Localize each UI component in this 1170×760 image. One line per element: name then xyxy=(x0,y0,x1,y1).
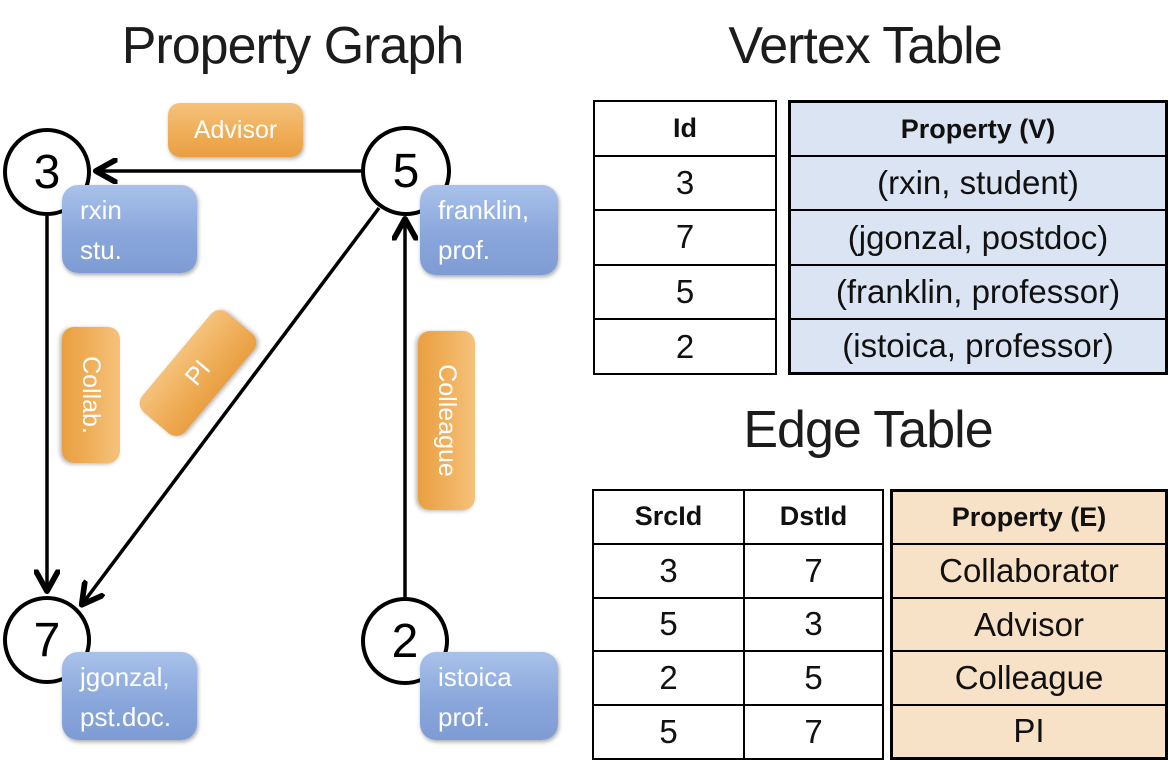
edge-label-collab: Collab. xyxy=(62,327,120,463)
vertex-table-property-cell: (istoica, professor) xyxy=(791,317,1165,372)
edge-label-colleague-text: Colleague xyxy=(433,364,461,477)
edge-table-dst-cell: 7 xyxy=(745,542,882,597)
vertex-table-id-header: Id xyxy=(673,112,697,143)
vertex-table-property-cell: (rxin, student) xyxy=(791,155,1165,209)
vertex-property-line: rxin xyxy=(80,195,122,225)
vertex-property-line: pst.doc. xyxy=(80,702,172,732)
edge-table-title: Edge Table xyxy=(743,401,993,459)
vertex-id-2: 2 xyxy=(391,614,419,668)
vertex-circle-2: 2 xyxy=(361,597,449,685)
edge-table-src-cell: 2 xyxy=(594,650,743,704)
vertex-table-id-cell: 7 xyxy=(595,209,775,264)
vertex-property-line: franklin, xyxy=(438,195,530,225)
edge-pi-5-to-7 xyxy=(83,206,381,603)
edge-table-src-cell: 5 xyxy=(594,596,743,651)
edge-table-dst-cell: 3 xyxy=(745,596,882,651)
vertex-table-id-cell: 3 xyxy=(595,154,775,210)
vertex-property-box-5: franklin, prof. xyxy=(420,185,558,275)
vertex-table-id-cell: 2 xyxy=(595,318,775,373)
graph-edges-layer xyxy=(0,0,585,760)
edge-label-pi-text: PI xyxy=(179,354,216,391)
vertex-id-5: 5 xyxy=(392,144,420,198)
vertex-table-title: Vertex Table xyxy=(728,17,1002,75)
edge-table-dst-cell: 7 xyxy=(745,704,882,758)
vertex-property-line: prof. xyxy=(438,235,491,265)
vertex-circle-5: 5 xyxy=(361,126,451,216)
vertex-property-box-3: rxin stu. xyxy=(62,185,197,273)
edge-label-collab-text: Collab. xyxy=(77,356,106,434)
property-graph-title: Property Graph xyxy=(121,17,465,75)
edge-table-src-cell: 3 xyxy=(594,542,743,597)
vertex-table-property-header: Property (V) xyxy=(900,113,1056,144)
edge-label-colleague: Colleague xyxy=(418,331,475,510)
vertex-property-box-2: istoica prof. xyxy=(420,652,558,740)
vertex-property-line: prof. xyxy=(438,702,491,732)
vertex-table-property-cell: (franklin, professor) xyxy=(791,263,1165,318)
vertex-table-property-column: Property (V) (rxin, student) (jgonzal, p… xyxy=(788,100,1168,375)
edge-table-property-cell: Collaborator xyxy=(893,543,1165,596)
vertex-id-7: 7 xyxy=(33,613,61,667)
vertex-property-line: stu. xyxy=(80,235,122,265)
vertex-property-box-7: jgonzal, pst.doc. xyxy=(62,652,197,740)
edge-table-property-cell: PI xyxy=(893,703,1165,757)
vertex-table-id-cell: 5 xyxy=(595,263,775,319)
edge-label-advisor-text: Advisor xyxy=(193,115,278,144)
edge-label-advisor: Advisor xyxy=(168,103,303,157)
edge-table-dst-cell: 5 xyxy=(745,650,882,704)
vertex-table-id-column: Id 3 7 5 2 xyxy=(593,100,777,375)
edge-table-property-header: Property (E) xyxy=(951,502,1107,533)
vertex-property-line: jgonzal, xyxy=(80,662,170,692)
edge-table-src-cell: 5 xyxy=(594,704,743,758)
edge-table-property-column: Property (E) Collaborator Advisor Collea… xyxy=(890,489,1168,760)
edge-table-property-cell: Advisor xyxy=(893,596,1165,650)
vertex-table-property-cell: (jgonzal, postdoc) xyxy=(791,209,1165,263)
edge-table-src-header: SrcId xyxy=(634,501,703,532)
vertex-id-3: 3 xyxy=(33,145,61,199)
edge-table-property-cell: Colleague xyxy=(893,650,1165,703)
edge-table-id-columns: SrcId 3 5 2 5 DstId 7 3 5 7 xyxy=(592,489,884,760)
vertex-property-line: istoica xyxy=(438,662,512,692)
edge-table-dst-header: DstId xyxy=(779,501,848,532)
